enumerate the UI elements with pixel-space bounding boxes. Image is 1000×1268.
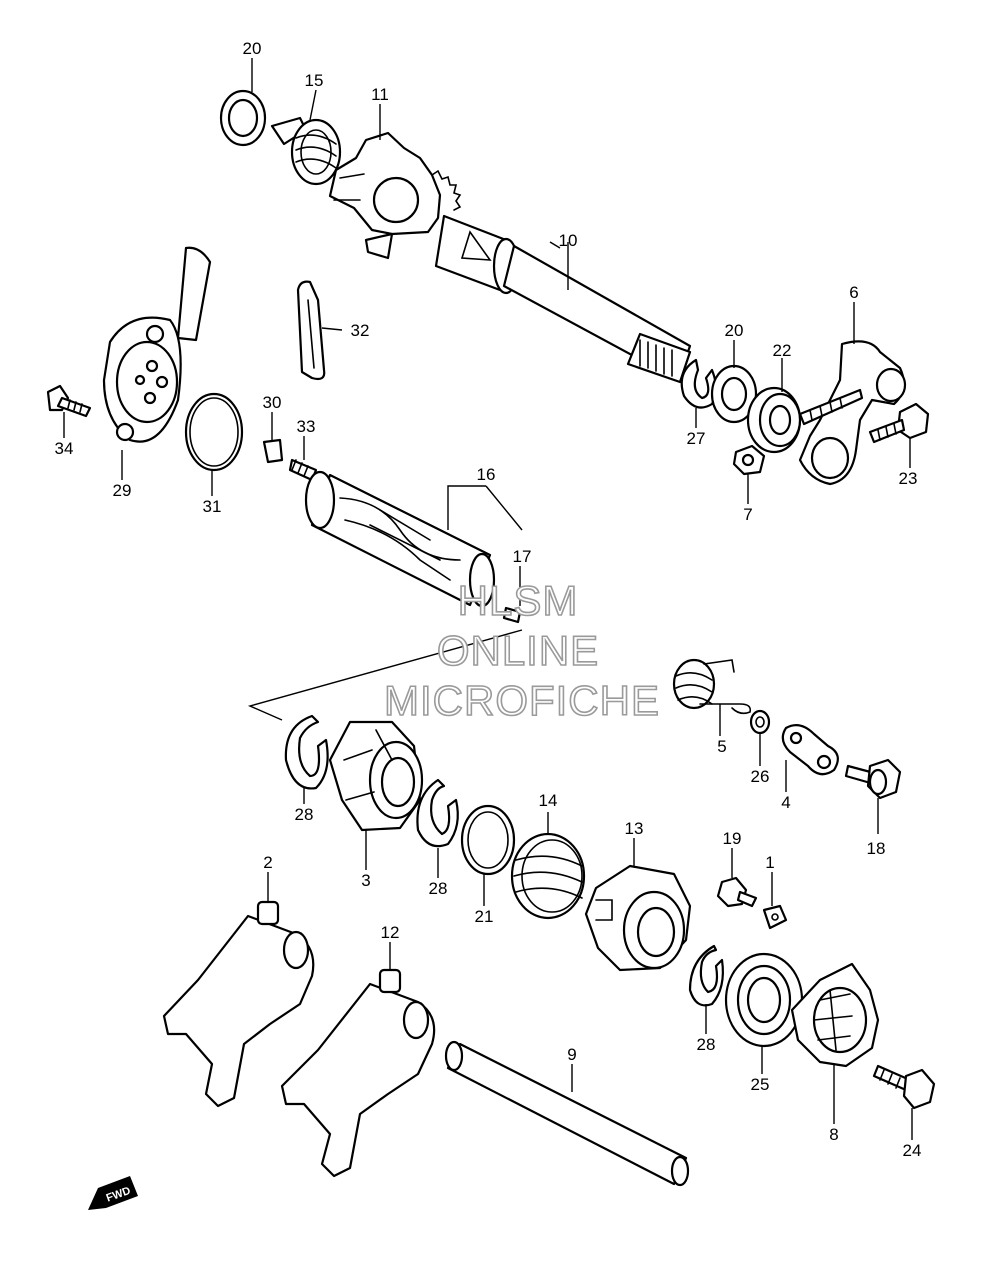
callout-15: 15 <box>305 71 324 90</box>
callout-numbers: 1 2 3 4 5 6 7 8 9 10 11 12 13 14 15 16 1… <box>55 39 922 1160</box>
callout-29: 29 <box>113 481 132 500</box>
callout-13: 13 <box>625 819 644 838</box>
callout-33: 33 <box>297 417 316 436</box>
callout-20-right: 20 <box>725 321 744 340</box>
callout-28-right: 28 <box>697 1035 716 1054</box>
part-20-washer-right[interactable] <box>710 364 758 424</box>
callout-25: 25 <box>751 1075 770 1094</box>
callout-27: 27 <box>687 429 706 448</box>
part-4-stopper[interactable] <box>781 723 839 776</box>
watermark: HLSM ONLINE MICROFICHE <box>383 576 660 725</box>
part-34-bolt[interactable] <box>46 384 92 418</box>
callout-31: 31 <box>203 497 222 516</box>
part-20-washer-top[interactable] <box>219 89 267 147</box>
part-23-bolt[interactable] <box>868 402 930 444</box>
part-18-bolt[interactable] <box>844 758 902 800</box>
part-9-fork-shaft[interactable] <box>444 1040 690 1187</box>
part-12-shift-fork[interactable] <box>280 968 436 1178</box>
callout-21: 21 <box>475 907 494 926</box>
part-17-pin[interactable] <box>502 606 522 624</box>
part-29-cover[interactable] <box>102 246 212 443</box>
part-26-washer[interactable] <box>749 709 771 735</box>
part-10-shaft[interactable] <box>434 214 692 384</box>
part-19-bolt[interactable] <box>716 876 758 908</box>
callout-3: 3 <box>361 871 370 890</box>
part-11-shift-arm[interactable] <box>328 131 462 260</box>
group-bracket <box>247 629 523 721</box>
part-25-bearing[interactable] <box>724 952 804 1048</box>
callout-7: 7 <box>743 505 752 524</box>
callout-18: 18 <box>867 839 886 858</box>
fwd-arrow-icon: FWD <box>88 1176 138 1210</box>
part-7-nut[interactable] <box>732 444 766 476</box>
callout-10: 10 <box>559 231 578 250</box>
part-13-cam-driven-gear[interactable] <box>584 864 692 972</box>
part-16-shift-cam[interactable] <box>304 470 496 608</box>
leader-lines <box>63 58 913 1140</box>
callout-19: 19 <box>723 829 742 848</box>
part-8-gear[interactable] <box>790 962 880 1068</box>
callout-1: 1 <box>765 853 774 872</box>
part-28-circlip-middle[interactable] <box>416 778 459 848</box>
callout-5: 5 <box>717 737 726 756</box>
callout-26: 26 <box>751 767 770 786</box>
watermark-line-1: HLSM <box>458 577 579 624</box>
callout-9: 9 <box>567 1045 576 1064</box>
callout-2: 2 <box>263 853 272 872</box>
callout-34: 34 <box>55 439 74 458</box>
callout-28-left: 28 <box>295 805 314 824</box>
callout-32: 32 <box>351 321 370 340</box>
callout-12: 12 <box>381 923 400 942</box>
callout-28-middle: 28 <box>429 879 448 898</box>
callout-23: 23 <box>899 469 918 488</box>
callout-20-top: 20 <box>243 39 262 58</box>
part-14-spring[interactable] <box>510 832 586 920</box>
callout-14: 14 <box>539 791 558 810</box>
part-24-bolt[interactable] <box>872 1064 936 1110</box>
part-2-shift-fork[interactable] <box>162 900 315 1108</box>
part-3-cam-driven[interactable] <box>328 720 424 832</box>
part-27-circlip[interactable] <box>680 358 718 409</box>
part-30-pin[interactable] <box>262 438 284 464</box>
part-28-circlip-left[interactable] <box>284 714 329 790</box>
callout-24: 24 <box>903 1141 922 1160</box>
watermark-line-2: ONLINE <box>437 627 599 674</box>
part-28-circlip-right[interactable] <box>688 944 724 1007</box>
part-22-bearing[interactable] <box>746 386 802 454</box>
part-6-arm-assembly[interactable] <box>798 340 907 486</box>
callout-16: 16 <box>477 465 496 484</box>
callout-6: 6 <box>849 283 858 302</box>
callout-17: 17 <box>513 547 532 566</box>
part-5-return-spring[interactable] <box>672 658 752 715</box>
watermark-line-3: MICROFICHE <box>384 677 660 724</box>
part-32-clip[interactable] <box>296 280 326 381</box>
part-21-washer[interactable] <box>460 804 516 876</box>
part-1-washer[interactable] <box>762 904 788 930</box>
callout-8: 8 <box>829 1125 838 1144</box>
callout-11: 11 <box>371 85 389 104</box>
callout-4: 4 <box>781 793 790 812</box>
callout-30: 30 <box>263 393 282 412</box>
part-31-o-ring[interactable] <box>184 392 244 472</box>
part-15-spring[interactable] <box>270 116 342 186</box>
callout-22: 22 <box>773 341 792 360</box>
